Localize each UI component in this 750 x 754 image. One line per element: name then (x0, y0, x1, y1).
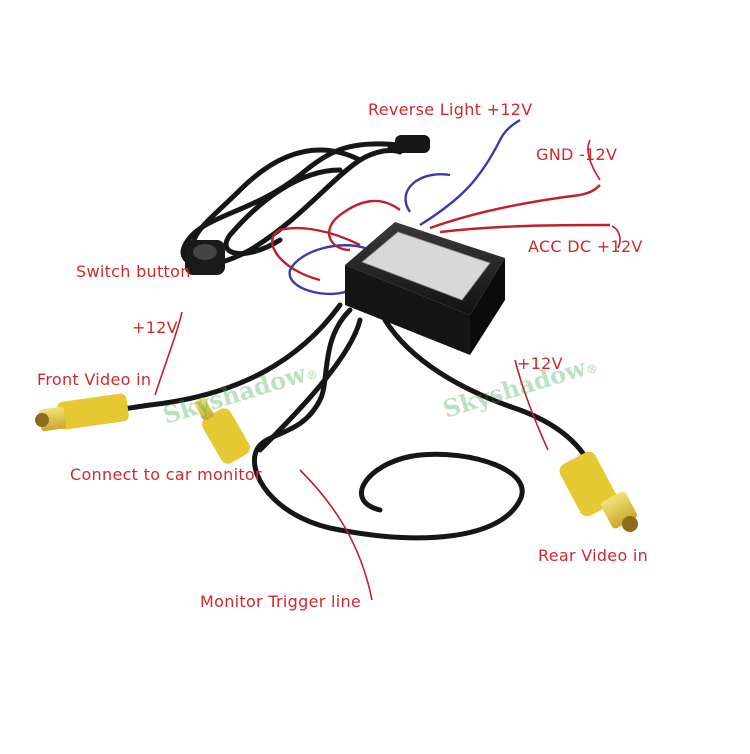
monitor-rca (194, 397, 250, 464)
label-acc: ACC DC +12V (528, 237, 643, 256)
label-monitor-trigger: Monitor Trigger line (200, 592, 362, 611)
label-switch-button: Switch button (76, 262, 191, 281)
switch-button (185, 240, 225, 275)
label-connect-monitor: Connect to car monitor (70, 465, 262, 484)
label-front-video: Front Video in (37, 370, 152, 389)
label-plus12-rear: +12V (517, 354, 563, 373)
control-box (345, 222, 505, 355)
label-leads (154, 139, 621, 601)
label-rear-video: Rear Video in (538, 546, 649, 565)
switch-cable-connector (395, 135, 430, 153)
video-cables (112, 302, 593, 541)
rear-video-rca (559, 451, 638, 532)
label-plus12-front: +12V (132, 318, 178, 337)
label-reverse-light: Reverse Light +12V (368, 100, 533, 119)
power-wires (271, 118, 611, 296)
label-gnd: GND -12V (536, 145, 618, 164)
front-video-rca (35, 393, 129, 432)
